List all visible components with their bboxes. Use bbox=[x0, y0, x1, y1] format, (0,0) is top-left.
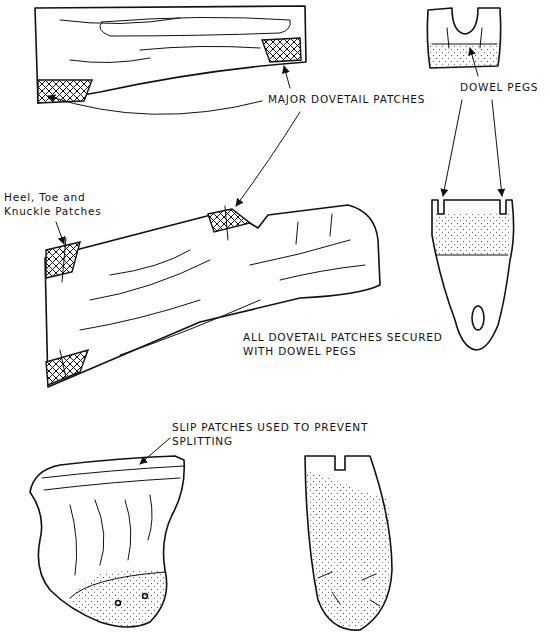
leader-arrows bbox=[48, 48, 502, 464]
stock-drawing bbox=[45, 205, 380, 387]
annotation-label: ALL DOVETAIL PATCHES SECURED WITH DOWEL … bbox=[243, 330, 463, 358]
annotation-label: Heel, Toe and Knuckle Patches bbox=[4, 190, 124, 218]
pistol-grip-drawing bbox=[30, 456, 184, 627]
annotation-label: MAJOR DOVETAIL PATCHES bbox=[268, 92, 498, 106]
grip-cap-drawing bbox=[432, 200, 514, 350]
butt-piece-drawing bbox=[427, 8, 500, 68]
forend-drawing bbox=[35, 6, 306, 103]
fore-piece-drawing bbox=[305, 456, 392, 630]
annotation-label: SLIP PATCHES USED TO PREVENT SPLITTING bbox=[172, 420, 372, 448]
annotation-label: DOWEL PEGS bbox=[460, 80, 546, 94]
